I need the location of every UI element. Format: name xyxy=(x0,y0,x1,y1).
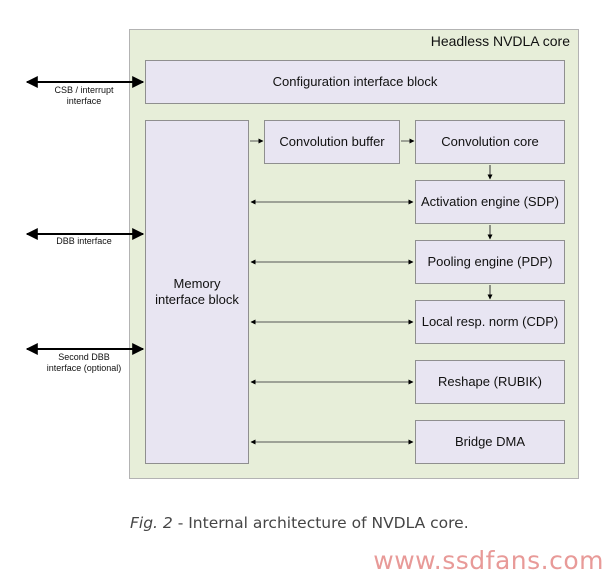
bridge-dma-label: Bridge DMA xyxy=(454,434,526,449)
local-resp-norm-cdp-block: Local resp. norm (CDP) xyxy=(415,300,565,344)
figure-number: Fig. 2 xyxy=(130,514,173,532)
local-resp-norm-label: Local resp. norm (CDP) xyxy=(421,314,559,329)
watermark: www.ssdfans.com xyxy=(373,546,604,575)
activation-engine-label: Activation engine (SDP) xyxy=(420,194,559,209)
memory-interface-block: Memory interface block xyxy=(145,120,249,464)
reshape-label: Reshape (RUBIK) xyxy=(437,374,543,389)
configuration-interface-label: Configuration interface block xyxy=(272,74,438,89)
convolution-buffer-block: Convolution buffer xyxy=(264,120,400,164)
convolution-core-block: Convolution core xyxy=(415,120,565,164)
csb-label-line2: interface xyxy=(66,96,102,106)
activation-engine-sdp-block: Activation engine (SDP) xyxy=(415,180,565,224)
pooling-engine-pdp-block: Pooling engine (PDP) xyxy=(415,240,565,284)
pooling-engine-label: Pooling engine (PDP) xyxy=(427,254,553,269)
memory-interface-label-line2: interface block xyxy=(155,292,239,307)
configuration-interface-block: Configuration interface block xyxy=(145,60,565,104)
second-dbb-label-line2: interface (optional) xyxy=(46,363,122,373)
figure-caption-text: - Internal architecture of NVDLA core. xyxy=(172,514,469,532)
core-title: Headless NVDLA core xyxy=(430,33,570,49)
csb-label-line1: CSB / interrupt xyxy=(54,85,114,95)
figure-caption: Fig. 2 - Internal architecture of NVDLA … xyxy=(130,514,469,532)
convolution-buffer-label: Convolution buffer xyxy=(279,134,385,149)
csb-interrupt-interface-label: CSB / interrupt interface xyxy=(38,85,130,107)
dbb-label: DBB interface xyxy=(56,236,112,246)
second-dbb-label-line1: Second DBB xyxy=(58,352,110,362)
convolution-core-label: Convolution core xyxy=(441,134,539,149)
reshape-rubik-block: Reshape (RUBIK) xyxy=(415,360,565,404)
second-dbb-interface-label: Second DBB interface (optional) xyxy=(28,352,140,374)
bridge-dma-block: Bridge DMA xyxy=(415,420,565,464)
memory-interface-label-line1: Memory xyxy=(173,276,221,291)
dbb-interface-label: DBB interface xyxy=(38,236,130,247)
